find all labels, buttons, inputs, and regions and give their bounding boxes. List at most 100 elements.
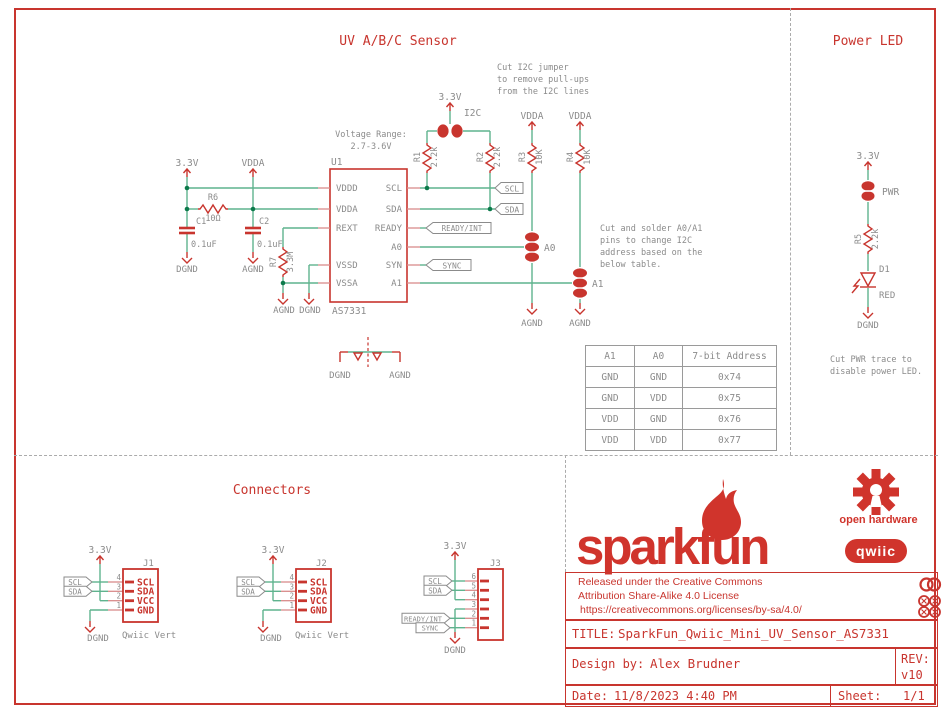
net-label-scl-j3: SCL	[423, 575, 453, 587]
power-flag-3v3-j3: 3.3V	[444, 541, 467, 561]
pin-name: VDDA	[336, 205, 358, 215]
sparkfun-logo: sparkfun	[576, 518, 770, 575]
resistor-r2: R2 2.2k	[476, 142, 503, 174]
jumper-i2c: I2C	[437, 108, 481, 138]
cell: GND	[634, 366, 683, 388]
net-label-text: SYNC	[442, 262, 461, 271]
jumper-label: A1	[592, 279, 604, 290]
pin-name: SYN	[386, 261, 402, 271]
power-flag-3v3-main: 3.3V	[176, 158, 199, 178]
pin-number: 5	[471, 581, 476, 590]
chip-ref: U1	[331, 157, 343, 168]
jumper-label: PWR	[882, 187, 899, 198]
connector-j3: J3 6 5 4 3 2 1 SCL SDA READY/INT SYNC	[401, 541, 504, 656]
pin-name: A0	[391, 243, 402, 253]
section-divider-vertical-power	[790, 8, 791, 455]
net-label-scl-j2: SCL	[236, 576, 266, 588]
ground-label: DGND	[299, 306, 321, 316]
note-line: below table.	[600, 260, 661, 270]
junction	[280, 280, 286, 286]
net-label-text: SDA	[505, 206, 520, 215]
ground-label: DGND	[260, 634, 282, 644]
pin-name: REXT	[336, 224, 358, 234]
part-value: 2.2k	[493, 147, 503, 167]
pin-name: SDA	[386, 205, 403, 215]
rev-value: v10	[901, 668, 923, 682]
junction	[487, 206, 493, 212]
ground-dgnd-j1: DGND	[84, 620, 109, 644]
power-flag-label: VDDA	[521, 111, 544, 122]
chip-u1: U1 AS7331 VDDD VDDA REXT VSSD VSSA SCL S…	[318, 157, 420, 317]
net-label-scl-chip: SCL	[494, 182, 524, 194]
jumper-label: A0	[544, 243, 556, 254]
pin-number: 1	[116, 601, 121, 610]
power-flag-label: 3.3V	[89, 545, 112, 556]
resistor-r1: R1 2.2k	[413, 142, 440, 174]
connector-value: Qwiic Vert	[295, 631, 349, 641]
title-label: TITLE:	[572, 627, 616, 641]
pin-number: 1	[289, 601, 294, 610]
note-line: 2.7-3.6V	[351, 142, 392, 152]
note-line: from the I2C lines	[497, 87, 589, 97]
part-value: 10Ω	[205, 214, 220, 224]
net-label-sda-j1: SDA	[63, 585, 93, 597]
ground-label: AGND	[389, 371, 411, 381]
part-ref: R6	[208, 193, 218, 203]
cell: VDD	[634, 387, 683, 409]
pin-name: GND	[310, 605, 327, 616]
cell: VDD	[585, 408, 635, 430]
sheet-title: SparkFun_Qwiic_Mini_UV_Sensor_AS7331	[618, 626, 889, 641]
part-ref: R1	[413, 152, 423, 162]
net-label-sda-j3: SDA	[423, 584, 453, 596]
section-title-connectors: Connectors	[233, 483, 311, 498]
power-flag-label: VDDA	[569, 111, 592, 122]
pin-number: 3	[289, 582, 294, 591]
license-line: Released under the Creative Commons	[578, 576, 763, 588]
ground-label: DGND	[87, 634, 109, 644]
design-row	[565, 648, 938, 685]
pin-name: SDA	[310, 587, 327, 598]
power-flag-label: 3.3V	[444, 541, 467, 552]
ground-label: AGND	[273, 306, 295, 316]
power-flag-3v3-j2: 3.3V	[262, 545, 285, 565]
note-address: Cut and solder A0/A1 pins to change I2C …	[600, 224, 702, 270]
net-label-text: SCL	[428, 577, 442, 586]
junction	[424, 185, 430, 191]
section-divider-vertical-logo	[565, 455, 566, 572]
capacitor-c2: C2 0.1uF	[243, 217, 283, 250]
pin-name: VCC	[137, 596, 154, 607]
col-header-a1: A1	[585, 345, 635, 367]
rev-label: REV:	[901, 652, 930, 666]
table-header-row: A1 A0 7-bit Address	[585, 345, 777, 367]
qwiic-logo: qwiic	[845, 539, 907, 563]
power-flag-vdda-r3: VDDA	[521, 111, 544, 131]
cell: 0x74	[682, 366, 777, 388]
power-flag-label: VDDA	[242, 158, 265, 169]
note-line: pins to change I2C	[600, 236, 692, 246]
pin-number: 2	[116, 592, 121, 601]
table-row: GND VDD 0x75	[585, 387, 777, 409]
ground-agnd-a0: AGND	[521, 302, 543, 329]
net-label-sync-chip: SYNC	[425, 259, 472, 271]
pin-number: 2	[289, 592, 294, 601]
part-ref: R4	[566, 152, 576, 162]
pin-number: 3	[116, 582, 121, 591]
net-label-sda-j2: SDA	[236, 585, 266, 597]
part-ref: R3	[518, 152, 528, 162]
pin-name: SCL	[386, 184, 402, 194]
pin-number: 3	[471, 600, 476, 609]
connector-ref: J2	[316, 559, 327, 569]
license-link[interactable]: https://creativecommons.org/licenses/by-…	[580, 604, 802, 616]
power-flag-3v3-j1: 3.3V	[89, 545, 112, 565]
part-value: RED	[879, 291, 895, 301]
jumper-a0: A0	[523, 231, 556, 263]
ground-dgnd-led: DGND	[857, 306, 879, 331]
cell: 0x77	[682, 429, 777, 451]
cell: VDD	[634, 429, 683, 451]
net-label-ready-j3: READY/INT	[401, 612, 451, 624]
title-row	[565, 620, 938, 648]
net-label-text: SCL	[241, 578, 255, 587]
sparkfun-flame-icon	[702, 479, 741, 540]
power-flag-3v3-i2c: 3.3V	[439, 92, 462, 112]
pin-name: A1	[391, 279, 402, 289]
